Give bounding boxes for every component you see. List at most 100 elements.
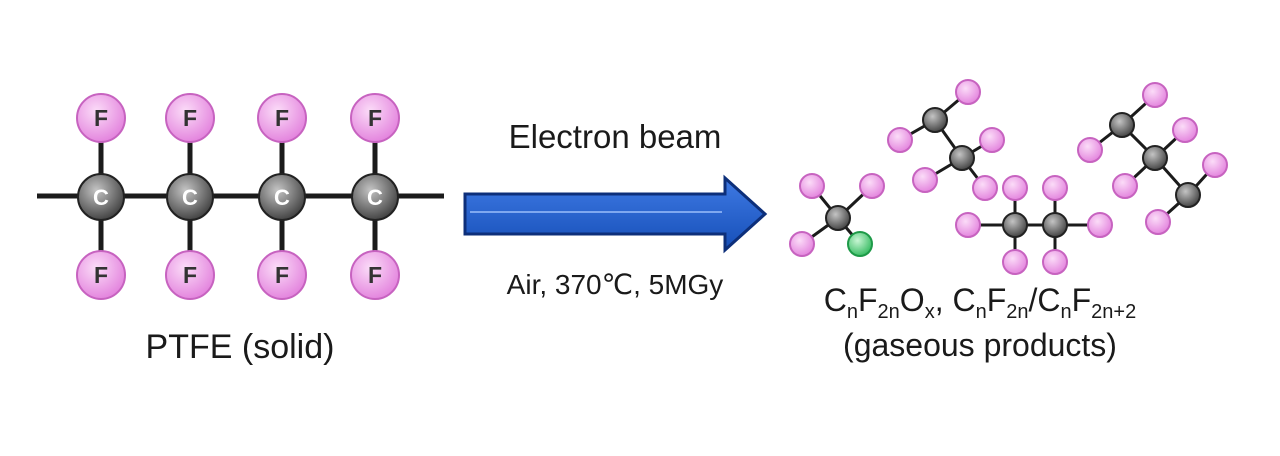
fluorine-atom (887, 127, 913, 153)
formula-subscript: n (1060, 301, 1072, 323)
carbon-atom-label: C (274, 185, 290, 210)
fluorine-atom-label: F (275, 262, 289, 288)
fluorine-atom: F (165, 93, 215, 143)
fluorine-atom (1042, 249, 1068, 275)
fluorine-atom (1142, 82, 1168, 108)
fluorine-atom (1202, 152, 1228, 178)
fluorine-atom-circle (799, 173, 825, 199)
fluorine-atom: F (76, 93, 126, 143)
fluorine-atom-circle (1042, 249, 1068, 275)
formula-subscript: x (924, 301, 935, 323)
fluorine-atom-circle (257, 250, 307, 300)
carbon-atom (1002, 212, 1028, 238)
electron-beam-label: Electron beam (508, 118, 722, 155)
fluorine-atom (912, 167, 938, 193)
fluorine-atom-circle (859, 173, 885, 199)
carbon-atom-label: C (182, 185, 198, 210)
fluorine-atom (1172, 117, 1198, 143)
fluorine-atom-circle (955, 212, 981, 238)
fluorine-atom (1002, 175, 1028, 201)
carbon-atom-circle (1042, 212, 1068, 238)
gas-molecule-c3f6 (1077, 82, 1228, 235)
ptfe-repeat-unit: F F C (165, 93, 215, 300)
formula-subscript: n (975, 301, 987, 323)
fluorine-atom (955, 212, 981, 238)
arrow-shape (463, 174, 768, 254)
fluorine-atom: F (257, 250, 307, 300)
carbon-atom (922, 107, 948, 133)
formula-subscript: 2n (877, 301, 900, 323)
fluorine-atom: F (165, 250, 215, 300)
carbon-atom: C (351, 173, 399, 221)
fluorine-atom-circle (76, 93, 126, 143)
carbon-atom (1042, 212, 1068, 238)
carbon-atom: C (166, 173, 214, 221)
gas-molecule-c2f6 (955, 175, 1113, 275)
carbon-atom (1175, 182, 1201, 208)
fluorine-atom-circle (1172, 117, 1198, 143)
fluorine-atom-label: F (94, 262, 108, 288)
fluorine-atom (979, 127, 1005, 153)
carbon-atom-circle (166, 173, 214, 221)
fluorine-atom-circle (350, 93, 400, 143)
carbon-atom (1109, 112, 1135, 138)
ptfe-label: PTFE (solid) (145, 328, 335, 366)
gaseous-products-label: (gaseous products) (843, 327, 1117, 363)
carbon-atom-circle (949, 145, 975, 171)
formula-subscript: 2n+2 (1091, 301, 1137, 323)
fluorine-atom: F (76, 250, 126, 300)
fluorine-atom (789, 231, 815, 257)
fluorine-atom-circle (1002, 249, 1028, 275)
fluorine-atom-circle (912, 167, 938, 193)
gas-molecules (789, 79, 1228, 275)
fluorine-atom (1112, 173, 1138, 199)
fluorine-atom: F (350, 93, 400, 143)
fluorine-atom (859, 173, 885, 199)
fluorine-atom (1087, 212, 1113, 238)
carbon-atom-circle (922, 107, 948, 133)
gas-molecule-cfo (789, 173, 885, 257)
fluorine-atom-label: F (368, 105, 382, 131)
fluorine-atom (1077, 137, 1103, 163)
carbon-atom-circle (77, 173, 125, 221)
fluorine-atom (955, 79, 981, 105)
fluorine-atom-circle (1145, 209, 1171, 235)
fluorine-atom-circle (165, 93, 215, 143)
carbon-atom-circle (1175, 182, 1201, 208)
carbon-atom-circle (1142, 145, 1168, 171)
ptfe-repeat-unit: FFC (350, 93, 400, 300)
fluorine-atom: F (350, 250, 400, 300)
carbon-atom-circle (351, 173, 399, 221)
fluorine-atom-circle (789, 231, 815, 257)
carbon-atom (1142, 145, 1168, 171)
formula-part: F (986, 282, 1007, 318)
fluorine-atom (972, 175, 998, 201)
carbon-atom-label: C (93, 185, 109, 210)
fluorine-atom-circle (1112, 173, 1138, 199)
reaction-arrow (463, 174, 768, 254)
carbon-atom-circle (258, 173, 306, 221)
fluorine-atom-circle (350, 250, 400, 300)
carbon-atom-circle (1002, 212, 1028, 238)
formula-part: O (899, 282, 925, 318)
fluorine-atom-label: F (183, 262, 197, 288)
product-formula: CnF2nOx, CnF2n/CnF2n+2 (770, 282, 1190, 324)
carbon-atom (825, 205, 851, 231)
carbon-atom-circle (825, 205, 851, 231)
carbon-atom (949, 145, 975, 171)
fluorine-atom-circle (165, 250, 215, 300)
gas-molecule-c2f4 (887, 79, 1005, 201)
fluorine-atom-circle (1142, 82, 1168, 108)
fluorine-atom-circle (1002, 175, 1028, 201)
carbon-atom-circle (1109, 112, 1135, 138)
fluorine-atom-label: F (275, 105, 289, 131)
fluorine-atom-circle (76, 250, 126, 300)
formula-part: F (858, 282, 878, 318)
fluorine-atom-circle (1202, 152, 1228, 178)
oxygen-atom (847, 231, 873, 257)
ptfe-repeat-unit: F F C (257, 93, 307, 300)
formula-part: /C (1028, 282, 1061, 318)
